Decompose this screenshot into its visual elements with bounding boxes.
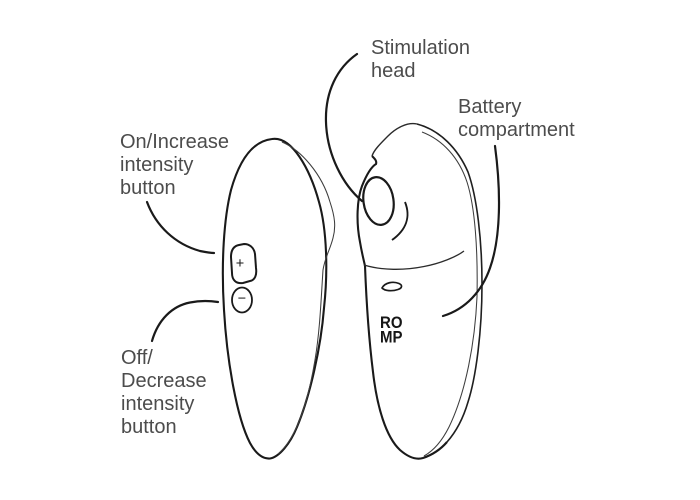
minus-glyph: − xyxy=(237,291,247,307)
stimulation-head-opening xyxy=(362,176,395,226)
side-view-contour-line xyxy=(277,141,336,455)
head-body-separation-line xyxy=(363,250,465,270)
label-battery-compartment: Battery compartment xyxy=(458,96,575,141)
front-view-outline-left-bottom xyxy=(356,155,448,460)
leader-on-increase xyxy=(145,200,216,255)
plus-glyph: + xyxy=(235,256,245,272)
brand-logo: RO MP xyxy=(380,313,403,347)
head-inner-arc xyxy=(391,201,409,241)
label-off-decrease: Off/ Decrease intensity button xyxy=(121,347,207,438)
device-front-view xyxy=(356,122,483,460)
leader-off-decrease xyxy=(150,299,220,343)
front-view-head-top-arc xyxy=(371,122,418,157)
label-on-increase: On/Increase intensity button xyxy=(120,131,229,199)
plus-button xyxy=(229,242,258,285)
side-view-outline xyxy=(221,137,328,460)
device-side-view xyxy=(221,137,336,460)
leader-stimulation-head xyxy=(324,52,364,203)
body-slit xyxy=(381,281,403,292)
label-stimulation-head: Stimulation head xyxy=(371,37,470,82)
front-view-contour-line xyxy=(421,131,478,457)
minus-button xyxy=(231,286,253,314)
leader-battery-compartment xyxy=(441,144,501,318)
